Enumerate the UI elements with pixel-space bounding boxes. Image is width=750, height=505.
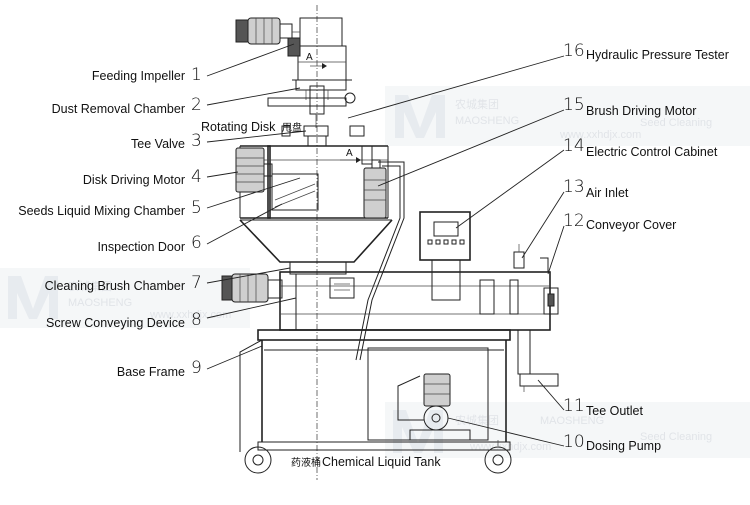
label-feeding-impeller: Feeding Impeller <box>92 69 185 83</box>
watermark-tagline-3: Seed Cleaning <box>640 431 712 443</box>
tee-outlet <box>517 329 559 392</box>
left-label-group: Feeding Impeller 1 Dust Removal Chamber … <box>18 65 202 379</box>
label-tee-valve: Tee Valve <box>131 137 185 151</box>
label-rotating-disk: Rotating Disk <box>201 120 276 134</box>
label-tee-outlet: Tee Outlet <box>586 404 644 418</box>
label-seeds-liquid-mixing-chamber: Seeds Liquid Mixing Chamber <box>18 204 185 218</box>
watermark-brand-cn: 农城集团 <box>455 97 499 111</box>
label-num-14: 14 <box>563 136 585 156</box>
cleaning-brush-chamber <box>239 219 393 275</box>
label-num-13: 13 <box>563 177 585 197</box>
brush-driving-motor <box>363 159 387 219</box>
label-num-4: 4 <box>191 167 202 187</box>
label-chemical-liquid-tank: Chemical Liquid Tank <box>322 455 441 469</box>
label-chemical-tank-cn: 药液桶 <box>291 456 321 469</box>
conveyor-drive-motor <box>221 273 283 303</box>
inline-label-group: Rotating Disk 甩盘 药液桶 Chemical Liquid Tan… <box>201 120 441 469</box>
watermark-brand-en: MAOSHENG <box>455 115 519 127</box>
watermark-brand-en-3: MAOSHENG <box>540 415 604 427</box>
label-dosing-pump: Dosing Pump <box>586 439 661 453</box>
section-mark-a-top: A <box>306 52 313 63</box>
feeding-impeller-motor <box>235 17 301 57</box>
label-air-inlet: Air Inlet <box>586 186 629 200</box>
feed-hopper <box>292 17 352 100</box>
watermark-brand-cn-2: 农城集团 <box>68 279 112 293</box>
disk-driving-motor <box>235 147 273 193</box>
watermark-brand-en-2: MAOSHENG <box>68 297 132 309</box>
label-electric-control-cabinet: Electric Control Cabinet <box>586 145 718 159</box>
leader-lines <box>206 43 565 447</box>
label-num-2: 2 <box>191 95 202 115</box>
label-num-6: 6 <box>191 233 202 253</box>
section-mark-top: A <box>306 52 327 69</box>
watermark-site: www.xxhdjx.com <box>559 129 641 141</box>
label-num-1: 1 <box>191 65 202 85</box>
watermark-tagline: Seed Cleaning <box>640 117 712 129</box>
label-inspection-door: Inspection Door <box>97 240 185 254</box>
caster-wheels <box>244 440 512 474</box>
label-num-11: 11 <box>563 396 585 416</box>
dust-removal-chamber <box>267 85 365 146</box>
section-mark-a-mid: A <box>346 148 353 159</box>
label-num-15: 15 <box>563 95 585 115</box>
conveyor-cover <box>430 244 549 273</box>
electric-control-cabinet <box>419 211 471 301</box>
label-conveyor-cover: Conveyor Cover <box>586 218 676 232</box>
label-num-8: 8 <box>191 310 202 330</box>
screw-conveyor <box>279 271 559 331</box>
label-num-3: 3 <box>191 131 202 151</box>
label-base-frame: Base Frame <box>117 365 185 379</box>
label-num-5: 5 <box>191 198 202 218</box>
liquid-pipe <box>355 161 405 361</box>
label-num-9: 9 <box>191 358 202 378</box>
label-num-7: 7 <box>191 273 202 293</box>
label-disk-driving-motor: Disk Driving Motor <box>83 173 185 187</box>
label-num-10: 10 <box>563 432 585 452</box>
dosing-pump <box>397 373 471 441</box>
right-label-group: 16 Hydraulic Pressure Tester 15 Brush Dr… <box>563 41 729 453</box>
label-dust-removal-chamber: Dust Removal Chamber <box>52 102 185 116</box>
label-cleaning-brush-chamber: Cleaning Brush Chamber <box>45 279 185 293</box>
label-rotating-disk-cn: 甩盘 <box>282 121 302 134</box>
label-num-12: 12 <box>563 211 585 231</box>
label-brush-driving-motor: Brush Driving Motor <box>586 104 696 118</box>
watermark-site-2: www.xxhdjx.com <box>149 309 231 321</box>
watermark-band-top: 农城集团 MAOSHENG Seed Cleaning www.xxhdjx.c… <box>385 86 750 146</box>
label-num-16: 16 <box>563 41 585 61</box>
label-screw-conveying-device: Screw Conveying Device <box>46 316 185 330</box>
label-hydraulic-pressure-tester: Hydraulic Pressure Tester <box>586 48 729 62</box>
